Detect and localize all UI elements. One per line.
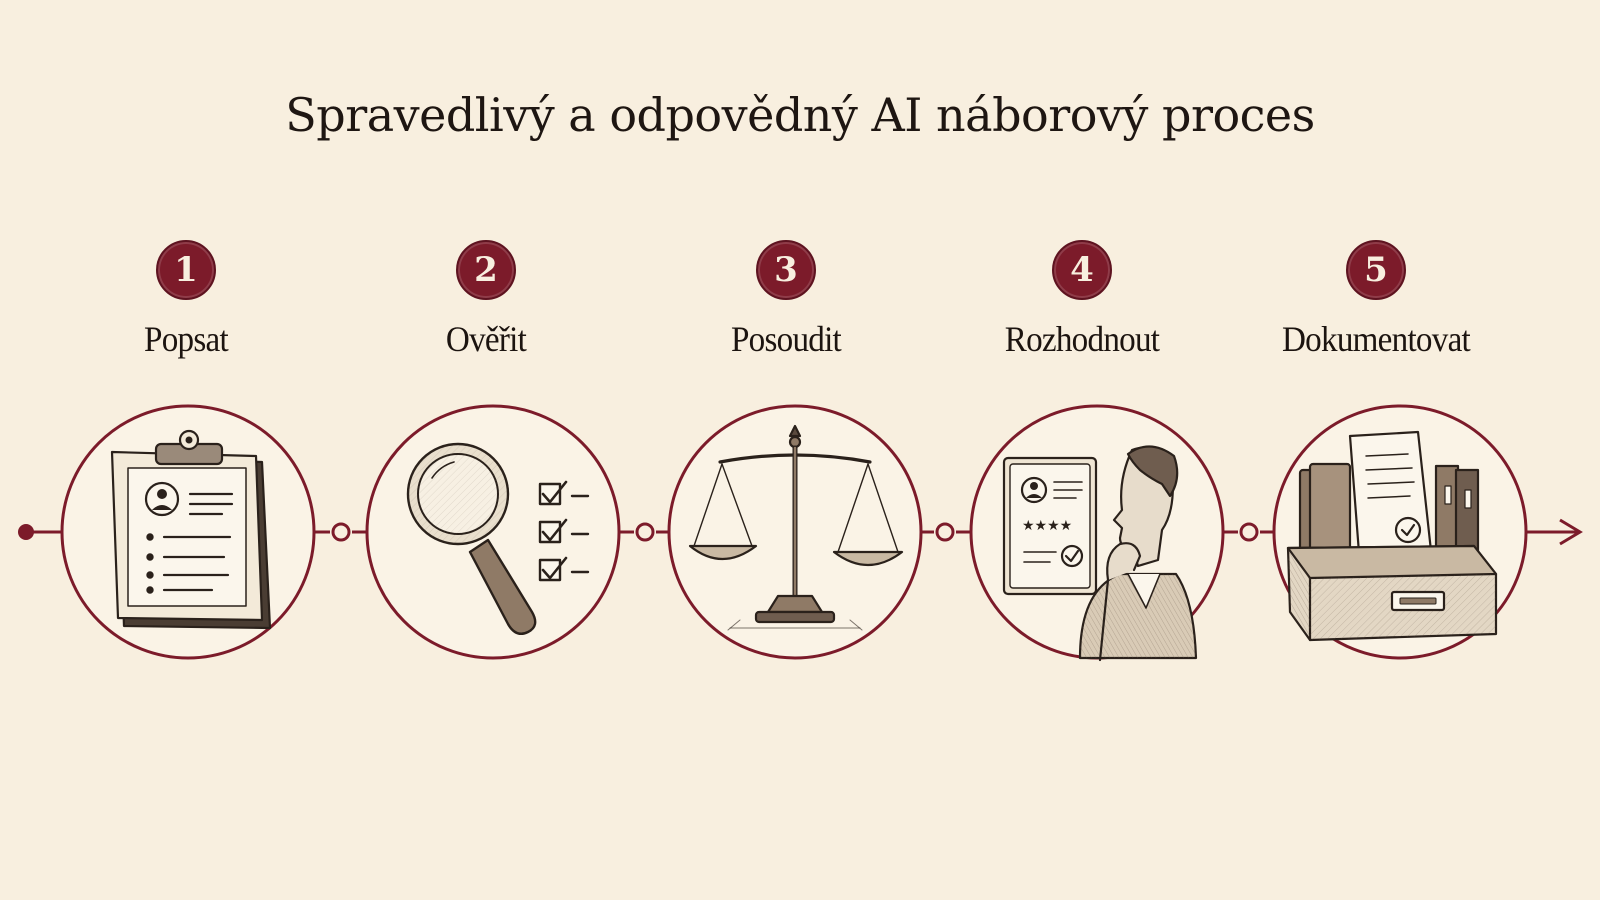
- step-4-label: Rozhodnout: [1004, 319, 1160, 359]
- step-3-label: Posoudit: [730, 319, 842, 359]
- page-title: Spravedlivý a odpovědný AI náborový proc…: [285, 88, 1315, 142]
- archive-box-icon: [1286, 430, 1498, 642]
- step-5-label: Dokumentovat: [1281, 319, 1471, 359]
- clipboard-icon: [110, 429, 272, 630]
- svg-text:★★★★: ★★★★: [1022, 518, 1072, 534]
- step-1-label: Popsat: [144, 319, 229, 359]
- step-1-badge: 1: [156, 240, 216, 300]
- timeline-connector-nodes: [331, 522, 1259, 542]
- step-5-badge: 5: [1346, 240, 1406, 300]
- step-2-circle: [365, 404, 621, 660]
- step-2-badge: 2: [456, 240, 516, 300]
- step-4-badge: 4: [1052, 240, 1112, 300]
- timeline-start-dot: [18, 524, 34, 540]
- scales-icon: [688, 424, 904, 631]
- person-thinking-icon: ★★★★: [1002, 445, 1198, 662]
- step-3-badge: 3: [756, 240, 816, 300]
- magnifier-checklist-icon: [406, 442, 590, 635]
- step-2-label: Ověřit: [445, 319, 527, 359]
